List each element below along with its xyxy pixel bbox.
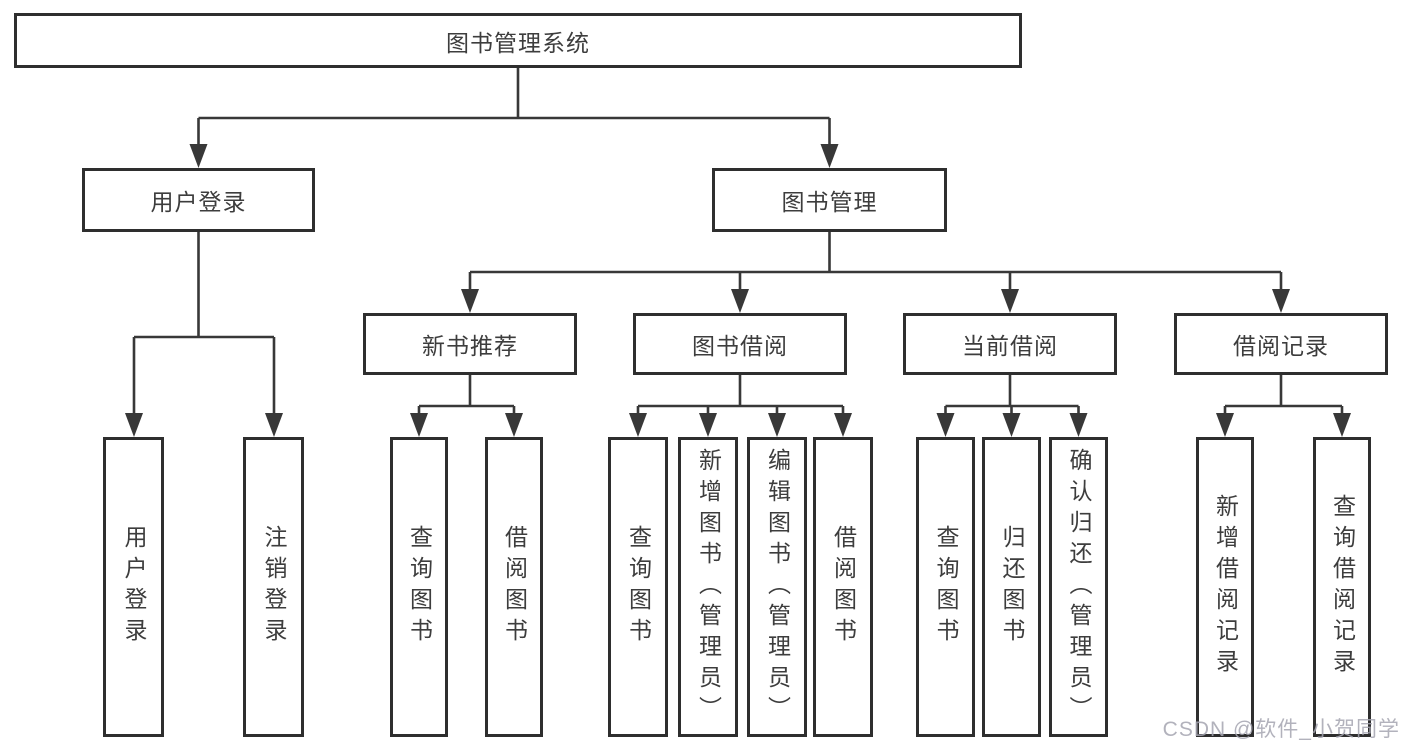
- arrow-down-icon: [189, 144, 208, 168]
- leaf-query-books-3: 查询图书: [916, 437, 975, 737]
- node-current-borrowing-label: 当前借阅: [962, 333, 1058, 359]
- connector-paths: [132, 68, 1344, 418]
- leaf-user-login: 用户登录: [103, 437, 164, 737]
- node-borrowing-records-label: 借阅记录: [1233, 333, 1329, 359]
- leaf-query-books-1-label: 查询图书: [406, 525, 433, 649]
- leaf-user-login-label: 用户登录: [121, 525, 147, 649]
- leaf-query-books-2-label: 查询图书: [625, 525, 652, 649]
- node-new-book-recommend-label: 新书推荐: [422, 333, 518, 359]
- leaf-query-books-2: 查询图书: [608, 437, 668, 737]
- arrow-down-icon: [1002, 413, 1021, 437]
- wire-new-book-children: [417, 375, 516, 418]
- arrow-down-icon: [461, 289, 479, 313]
- leaf-add-borrow-record-label: 新增借阅记录: [1212, 494, 1239, 680]
- leaf-confirm-return-admin-label: 确认归还（管理员）: [1066, 447, 1092, 727]
- leaf-logout: 注销登录: [243, 437, 304, 737]
- arrow-down-icon: [1333, 413, 1351, 437]
- arrow-down-icon: [1001, 289, 1019, 313]
- arrow-down-icon: [936, 413, 955, 437]
- node-user-login: 用户登录: [82, 168, 315, 232]
- leaf-edit-books-admin: 编辑图书（管理员）: [747, 437, 807, 737]
- wire-book-borrow-children: [636, 375, 845, 418]
- node-new-book-recommend: 新书推荐: [363, 313, 577, 375]
- leaf-confirm-return-admin: 确认归还（管理员）: [1049, 437, 1108, 737]
- node-borrowing-records: 借阅记录: [1174, 313, 1388, 375]
- arrow-down-icon: [629, 413, 647, 437]
- leaf-borrow-books-1: 借阅图书: [485, 437, 543, 737]
- leaf-return-books: 归还图书: [982, 437, 1041, 737]
- arrow-down-icon: [125, 413, 143, 437]
- leaf-add-books-admin-label: 新增图书（管理员）: [695, 447, 722, 727]
- arrow-down-icon: [731, 289, 749, 313]
- leaf-query-borrow-record-label: 查询借阅记录: [1329, 494, 1356, 680]
- leaf-return-books-label: 归还图书: [999, 525, 1025, 649]
- leaf-borrow-books-2: 借阅图书: [813, 437, 873, 737]
- arrow-down-icon: [1069, 413, 1088, 437]
- arrow-down-icon: [768, 413, 786, 437]
- leaf-borrow-books-2-label: 借阅图书: [830, 525, 857, 649]
- wire-borrow-record-children: [1223, 375, 1344, 418]
- node-book-borrowing-label: 图书借阅: [692, 333, 788, 359]
- node-book-borrowing: 图书借阅: [633, 313, 847, 375]
- leaf-borrow-books-1-label: 借阅图书: [501, 525, 528, 649]
- node-user-login-label: 用户登录: [150, 189, 247, 215]
- csdn-watermark: CSDN @软件_小贺同学: [1162, 718, 1400, 741]
- leaf-logout-label: 注销登录: [261, 525, 287, 649]
- leaf-add-borrow-record: 新增借阅记录: [1196, 437, 1254, 737]
- wire-user-login-children: [132, 232, 276, 418]
- leaf-add-books-admin: 新增图书（管理员）: [678, 437, 738, 737]
- node-library-system-label: 图书管理系统: [446, 29, 590, 56]
- wire-root-to-level2: [197, 68, 831, 150]
- leaf-query-books-1: 查询图书: [390, 437, 448, 737]
- arrow-down-icon: [265, 413, 283, 437]
- arrow-down-icon: [1216, 413, 1234, 437]
- arrow-down-icon: [410, 413, 428, 437]
- leaf-query-borrow-record: 查询借阅记录: [1313, 437, 1371, 737]
- node-book-management: 图书管理: [712, 168, 947, 232]
- node-library-system: 图书管理系统: [14, 13, 1022, 68]
- leaf-edit-books-admin-label: 编辑图书（管理员）: [764, 447, 791, 727]
- node-current-borrowing: 当前借阅: [903, 313, 1117, 375]
- arrow-down-icon: [834, 413, 852, 437]
- node-book-management-label: 图书管理: [781, 189, 878, 215]
- arrow-down-icon: [1272, 289, 1290, 313]
- arrow-down-icon: [699, 413, 717, 437]
- arrow-down-icon: [505, 413, 523, 437]
- arrow-down-icon: [820, 144, 839, 168]
- wire-book-mgmt-children: [468, 232, 1283, 295]
- leaf-query-books-3-label: 查询图书: [933, 525, 959, 649]
- wire-current-borrow-children: [944, 375, 1080, 418]
